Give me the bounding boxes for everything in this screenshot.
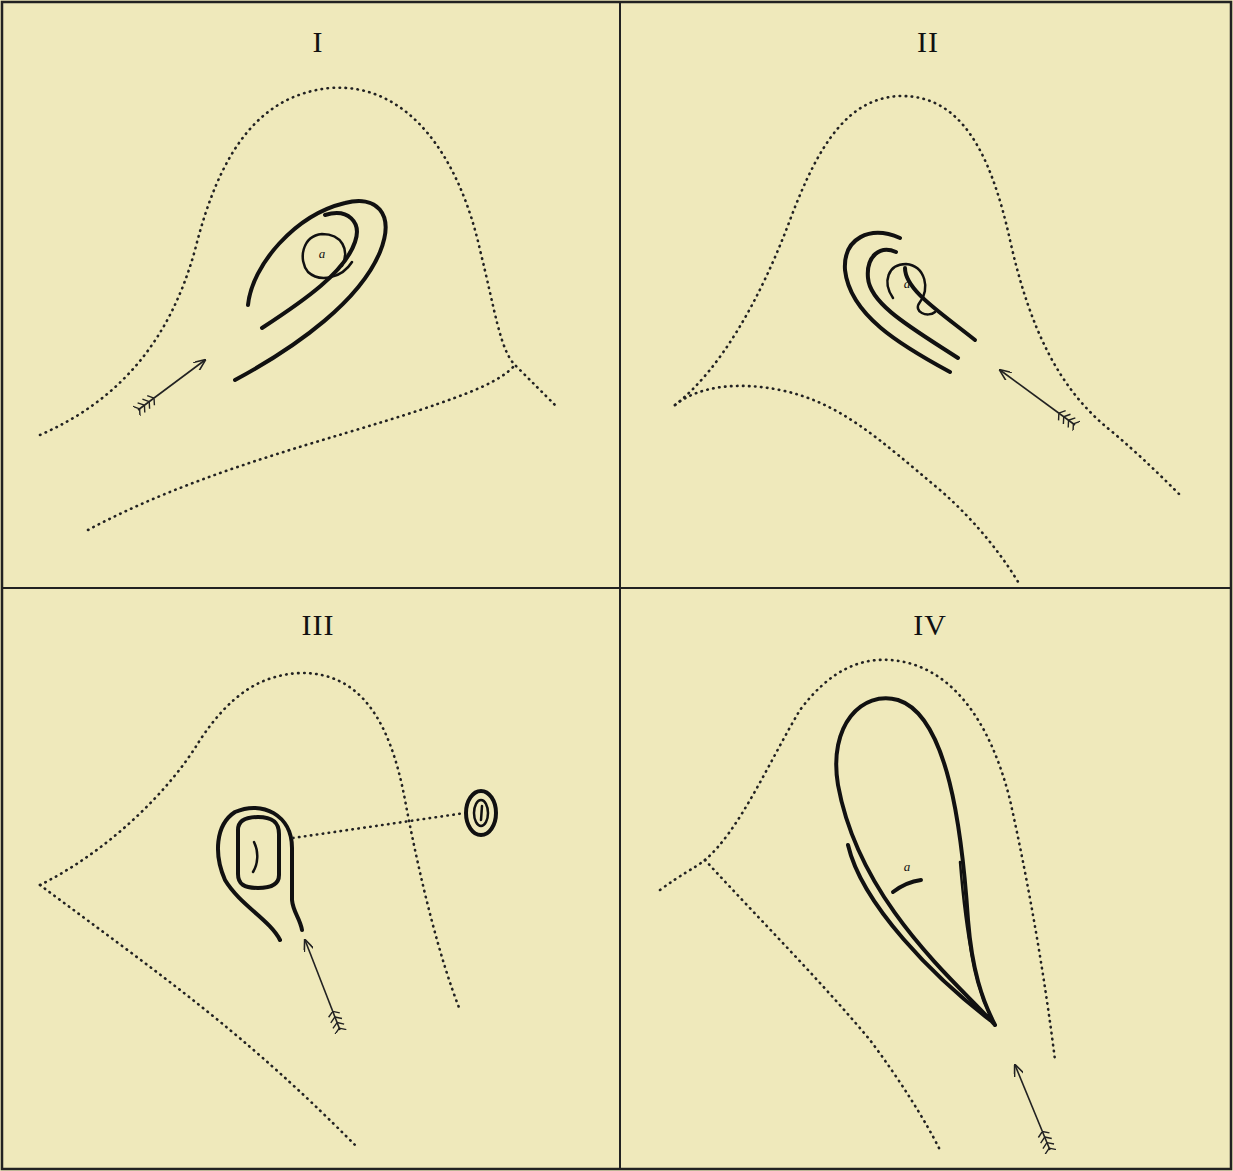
panel-numeral: II [917, 25, 939, 59]
panel-numeral: I [313, 25, 324, 59]
panel-numeral-text: II [917, 25, 939, 58]
panel-two-figure [675, 96, 1180, 585]
panel-one-figure [40, 88, 555, 530]
part-letter-text: a [904, 859, 911, 874]
panel-numeral-text: IV [913, 608, 947, 641]
panel-three-figure [40, 673, 496, 1145]
panel-four-figure [660, 660, 1055, 1150]
panel-numeral: IV [913, 608, 947, 642]
panel-numeral-text: I [313, 25, 324, 58]
panel-numeral-text: III [302, 608, 335, 641]
part-letter: a [904, 859, 911, 875]
part-letter: a [319, 246, 326, 262]
panel-numeral: III [302, 608, 335, 642]
part-letter-text: a [319, 246, 326, 261]
part-letter-text: a [904, 276, 911, 291]
part-letter: a [904, 276, 911, 292]
